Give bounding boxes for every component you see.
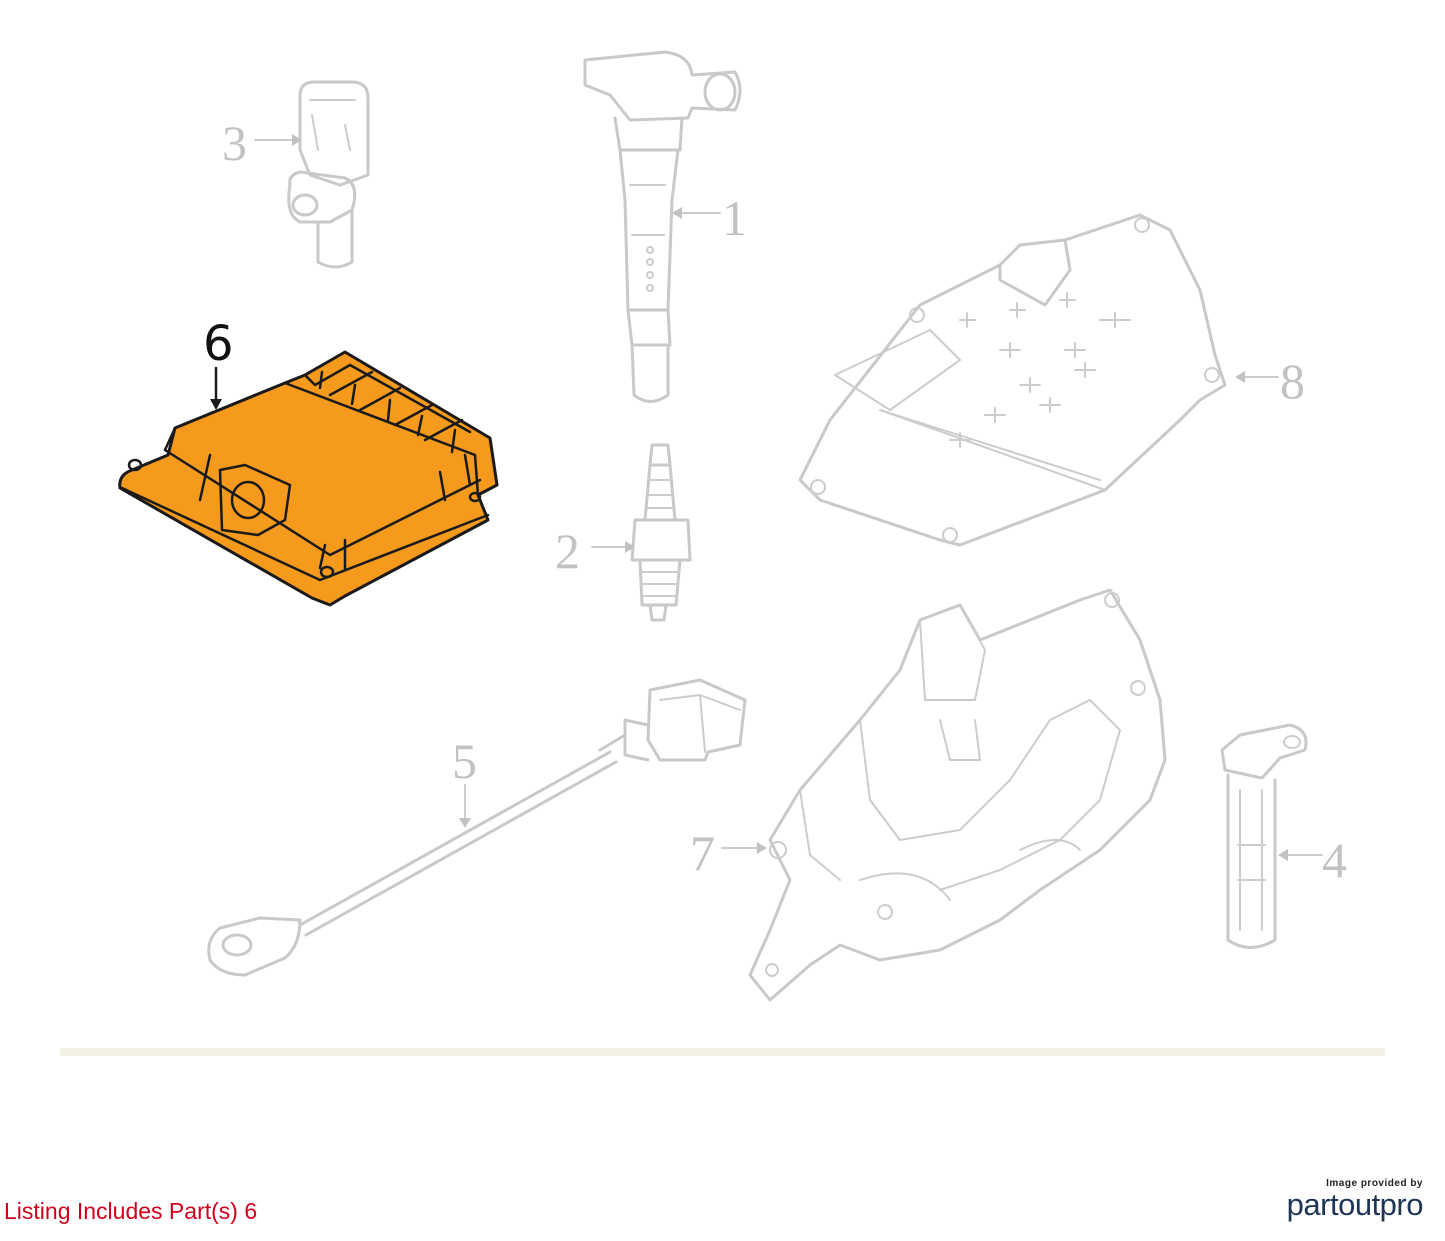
callout-3: 3 (222, 115, 247, 171)
callout-5: 5 (452, 733, 477, 789)
partoutpro-logo: Image provided by partoutpro (1273, 1178, 1424, 1222)
part-6-engine-control-module (118, 350, 499, 607)
brand-caption: Image provided by (1326, 1178, 1423, 1189)
part-8-engine-cover (798, 213, 1279, 547)
callout-1: 1 (722, 190, 747, 246)
part-5-knock-sensor (207, 678, 747, 977)
callout-8: 8 (1280, 353, 1305, 409)
part-4-sensor (1220, 723, 1323, 949)
part-7-ecu-housing (721, 588, 1167, 1002)
part-1-ignition-coil (583, 50, 742, 403)
part-3-sensor (254, 80, 370, 269)
listing-includes-text: Listing Includes Part(s) 6 (4, 1198, 258, 1224)
callout-6: 6 (203, 316, 234, 372)
part-2-spark-plug (591, 443, 692, 622)
callout-2: 2 (555, 523, 580, 579)
callout-7: 7 (690, 825, 715, 881)
callout-4: 4 (1322, 832, 1347, 888)
brand-name: partoutpro (1286, 1187, 1424, 1222)
